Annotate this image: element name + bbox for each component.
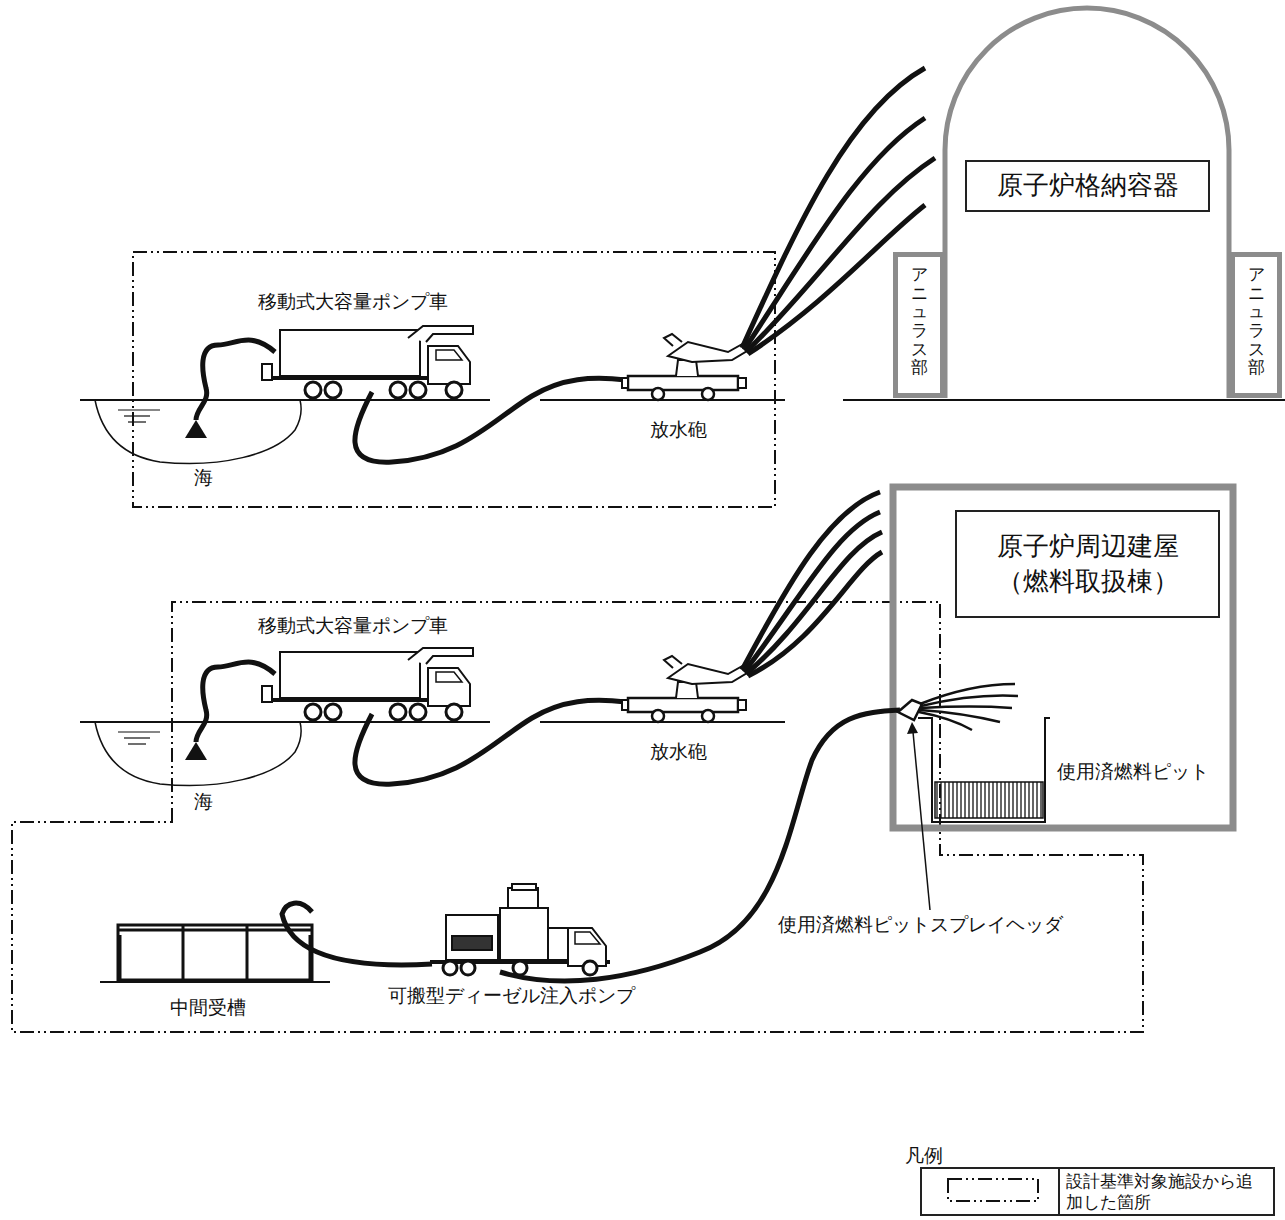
node-text: アニュラス部	[911, 265, 928, 393]
pump-truck-scene	[80, 326, 785, 463]
diesel-pump-truck	[430, 884, 610, 975]
leader-line	[907, 722, 930, 910]
part-label: 凡例	[905, 1144, 943, 1167]
annulus-box: アニュラス部	[1230, 252, 1282, 398]
dash-dot-sample	[922, 1169, 1056, 1211]
part-label: 可搬型ディーゼル注入ポンプ	[388, 984, 635, 1007]
part-label: 使用済燃料ピット	[1057, 760, 1209, 783]
containment-vessel	[843, 8, 1285, 400]
hose	[282, 710, 900, 981]
node-text: アニュラス部	[1248, 265, 1265, 393]
added-region	[12, 252, 1143, 1032]
intermediate-tank	[100, 925, 330, 982]
part-label: 移動式大容量ポンプ車	[258, 614, 448, 637]
part-label: 海	[194, 466, 213, 489]
building-label-box: 原子炉格納容器	[965, 160, 1210, 212]
part-label: 使用済燃料ピットスプレイヘッダ	[778, 913, 1063, 936]
node-text: 原子炉周辺建屋 （燃料取扱棟）	[967, 529, 1208, 599]
part-label: 放水砲	[650, 418, 707, 441]
part-label: 海	[194, 790, 213, 813]
fuel-handling-building	[893, 487, 1233, 828]
part-label: 中間受槽	[170, 996, 246, 1019]
spray-header	[898, 684, 1018, 730]
water-spray	[742, 492, 882, 676]
building-label-box: 原子炉周辺建屋 （燃料取扱棟）	[955, 510, 1220, 618]
part-label: 放水砲	[650, 740, 707, 763]
part-label: 移動式大容量ポンプ車	[258, 290, 448, 313]
legend-sample	[922, 1169, 1060, 1214]
node-text: 原子炉格納容器	[997, 168, 1179, 203]
legend-table: 設計基準対象施設から追加した箇所	[920, 1167, 1275, 1216]
legend-text: 設計基準対象施設から追加した箇所	[1060, 1169, 1272, 1214]
annulus-box: アニュラス部	[893, 252, 945, 398]
